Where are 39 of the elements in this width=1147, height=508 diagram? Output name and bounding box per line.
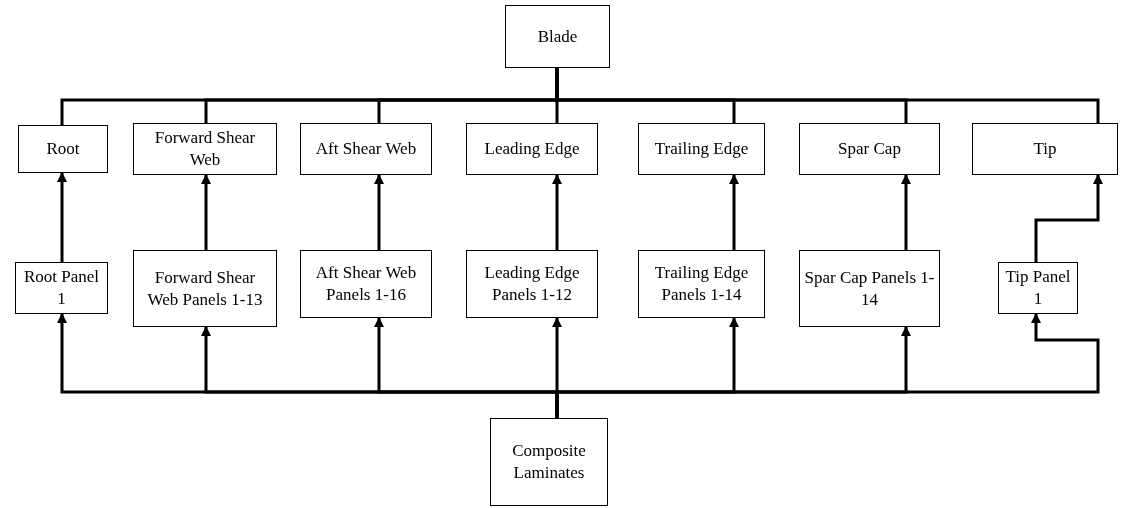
component-box xyxy=(505,5,610,68)
component-box xyxy=(799,250,940,327)
component-box xyxy=(133,250,277,327)
box-label: Trailing Edge Panels 1-14 xyxy=(653,262,750,306)
box-label: Forward Shear Web Panels 1-13 xyxy=(146,266,264,311)
component-box xyxy=(15,262,108,314)
box-label: Forward Shear Web xyxy=(153,127,257,171)
component-box xyxy=(490,418,608,506)
box-label: Aft Shear Web xyxy=(315,138,417,160)
component-box xyxy=(466,123,598,175)
component-box xyxy=(998,262,1078,314)
component-box xyxy=(18,125,108,173)
arrow xyxy=(373,173,385,250)
box-label: Spar Cap Panels 1-14 xyxy=(804,266,935,311)
box-label: Tip xyxy=(1033,138,1057,160)
component-box xyxy=(638,250,765,318)
arrow xyxy=(56,171,68,262)
arrow xyxy=(551,173,563,250)
box-label: Spar Cap xyxy=(838,138,901,160)
component-box xyxy=(972,123,1118,175)
arrow xyxy=(1034,173,1104,262)
component-box xyxy=(300,250,432,318)
arrow xyxy=(900,173,912,250)
component-box xyxy=(466,250,598,318)
box-label: Trailing Edge xyxy=(654,138,749,160)
box-label: Blade xyxy=(537,25,578,48)
box-label: Composite Laminates xyxy=(511,440,587,484)
box-label: Leading Edge Panels 1-12 xyxy=(483,262,581,306)
arrow xyxy=(200,173,212,250)
box-label: Tip Panel 1 xyxy=(1004,266,1072,310)
box-label: Aft Shear Web Panels 1-16 xyxy=(314,262,418,306)
component-box xyxy=(638,123,765,175)
component-box xyxy=(799,123,940,175)
component-box xyxy=(300,123,432,175)
box-label: Root Panel 1 xyxy=(22,266,101,310)
box-label: Leading Edge xyxy=(484,138,580,160)
arrow xyxy=(728,173,740,250)
component-box xyxy=(133,123,277,175)
box-label: Root xyxy=(46,138,80,160)
